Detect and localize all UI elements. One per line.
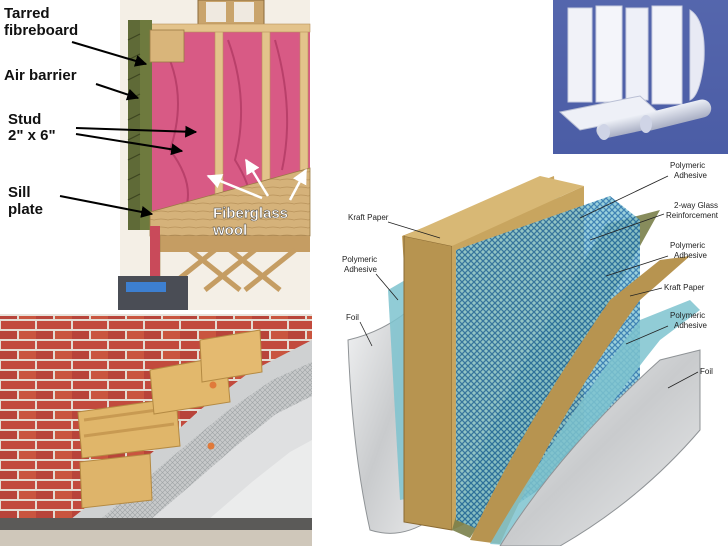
arrow-fiberglass-1 xyxy=(244,158,270,197)
label-right-foil: Foil xyxy=(700,367,713,376)
wall-section-illustration xyxy=(118,0,311,310)
leader-right-polymeric-mid xyxy=(605,255,669,277)
label-stud-line1: Stud xyxy=(8,111,41,128)
arrow-tarred-fibreboard xyxy=(71,41,148,67)
label-air-barrier: Air barrier xyxy=(4,67,77,84)
label-sill-plate-line2: plate xyxy=(8,201,43,218)
arrow-fiberglass-2 xyxy=(206,174,263,200)
label-right-polymeric-top-line2: Adhesive xyxy=(674,171,707,180)
label-tarred-fibreboard-line2: fibreboard xyxy=(4,22,78,39)
label-left-polymeric-line1: Polymeric xyxy=(342,255,377,264)
label-tarred-fibreboard-line1: Tarred xyxy=(4,5,50,22)
label-right-glass-line1: 2-way Glass xyxy=(674,201,718,210)
label-right-polymeric-low-line2: Adhesive xyxy=(674,321,707,330)
label-right-kraft-paper: Kraft Paper xyxy=(664,283,705,292)
laminate-layer-labels: Kraft Paper Polymeric Adhesive Foil Poly… xyxy=(342,161,719,389)
wall-section-labels: Tarred fibreboard Air barrier Stud 2" x … xyxy=(4,5,308,239)
label-left-polymeric-line2: Adhesive xyxy=(344,265,377,274)
label-right-polymeric-top-line1: Polymeric xyxy=(670,161,705,170)
leader-left-kraft-paper xyxy=(387,221,441,239)
label-left-kraft-paper: Kraft Paper xyxy=(348,213,389,222)
arrow-air-barrier xyxy=(95,83,140,101)
arrow-sill-plate xyxy=(59,195,154,218)
label-stud-line2: 2" x 6" xyxy=(8,127,56,144)
leader-right-polymeric-top xyxy=(579,175,669,219)
leader-right-glass xyxy=(589,213,665,241)
arrow-stud-2 xyxy=(75,133,184,156)
insulation-products-photo xyxy=(553,0,728,154)
arrow-stud-1 xyxy=(75,125,198,138)
label-right-polymeric-low-line1: Polymeric xyxy=(670,311,705,320)
arrow-fiberglass-3 xyxy=(288,168,308,201)
brick-wall-cutaway-illustration xyxy=(0,314,312,546)
label-sill-plate-line1: Sill xyxy=(8,184,31,201)
leader-right-polymeric-low xyxy=(625,325,669,345)
leader-right-foil xyxy=(667,371,699,389)
label-left-foil: Foil xyxy=(346,313,359,322)
leader-left-polymeric xyxy=(375,273,399,301)
laminate-layers-illustration xyxy=(347,176,701,546)
label-right-polymeric-mid-line1: Polymeric xyxy=(670,241,705,250)
label-right-glass-line2: Reinforcement xyxy=(666,211,719,220)
label-right-polymeric-mid-line2: Adhesive xyxy=(674,251,707,260)
leader-left-foil xyxy=(359,321,373,347)
leader-right-kraft-paper xyxy=(629,287,663,297)
label-fiberglass-wool-line2: wool xyxy=(212,222,247,239)
label-fiberglass-wool-line1: Fiberglass xyxy=(213,205,288,222)
